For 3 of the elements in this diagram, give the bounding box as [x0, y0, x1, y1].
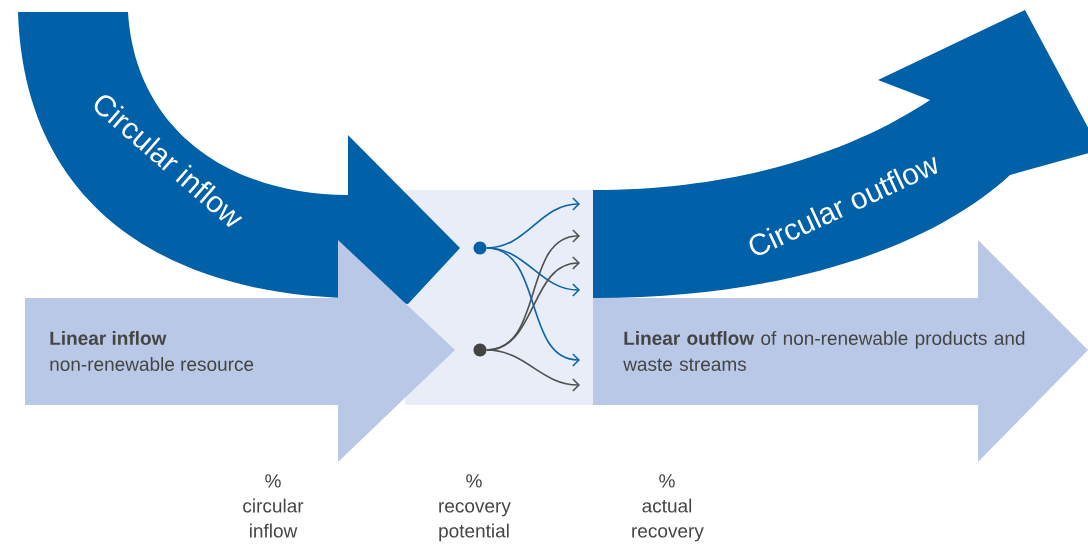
caption-text: % recovery potential	[439, 474, 511, 542]
arrow	[485, 247, 580, 367]
arrow	[485, 349, 580, 392]
